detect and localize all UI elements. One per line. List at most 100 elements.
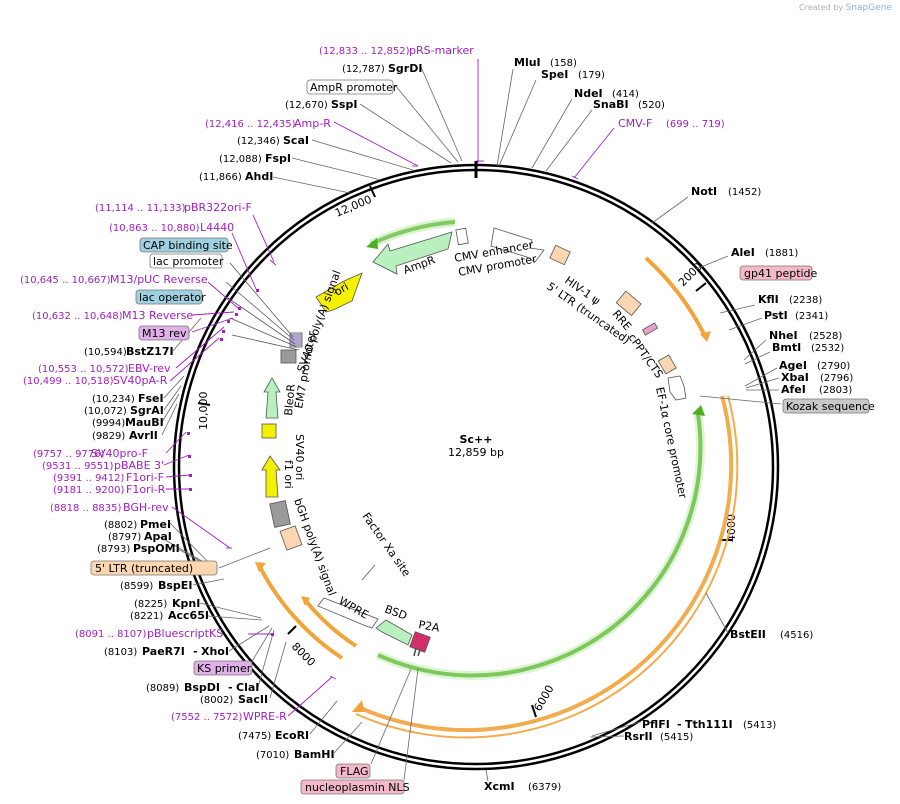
enzyme-sgrai[interactable]: SgrAI [130, 404, 164, 417]
sv40ori-box [261, 423, 277, 439]
enzyme-sgrdi[interactable]: SgrDI [388, 62, 422, 75]
leader-kpni [199, 602, 262, 619]
cppt-box [641, 322, 659, 336]
enzyme-pflfi[interactable]: PflFI [642, 718, 670, 731]
outer-leaders [159, 66, 782, 782]
enzyme-noti[interactable]: NotI [691, 185, 717, 198]
enzymes-left: (12,787) SgrDI (12,670) SspI (12,346) Sc… [84, 62, 422, 761]
enzyme-kfli[interactable]: KflI [758, 293, 779, 306]
primer-m13rev-name[interactable]: M13 Reverse [122, 309, 193, 322]
enzyme-xcmi[interactable]: XcmI [484, 780, 515, 793]
enzyme-fspi[interactable]: FspI [265, 152, 291, 165]
primer-sv40pro-name[interactable]: SV40pro-F [91, 447, 148, 460]
primer-f1orir-name[interactable]: F1ori-R [126, 483, 166, 496]
enzyme-mlui[interactable]: MluI [514, 56, 541, 69]
plasmid-name: Sc++ [460, 433, 493, 446]
enzyme-apai[interactable]: ApaI [144, 530, 172, 543]
flag-label: FLAG [340, 765, 369, 778]
leader-bamhi [333, 721, 363, 754]
enzyme-pmei[interactable]: PmeI [140, 518, 171, 531]
purple-tick-a [413, 647, 417, 657]
flag-label-box[interactable] [335, 763, 371, 779]
enzyme-tth111i[interactable]: Tth111I [685, 718, 733, 731]
lac-operator-label-box[interactable] [135, 289, 203, 305]
ruler-tick-6000 [531, 704, 537, 718]
enzyme-xhoi[interactable]: XhoI [201, 645, 229, 658]
enzyme-bspdi[interactable]: BspDI [184, 681, 220, 694]
enzyme-paer7i-pos: (8103) [104, 647, 137, 658]
nls-label-box[interactable] [300, 779, 405, 795]
enzyme-bstz17i[interactable]: BstZ17I [126, 345, 174, 358]
enzyme-clai[interactable]: ClaI [236, 681, 259, 694]
primer-ebv-name[interactable]: EBV-rev [128, 362, 171, 375]
enzyme-rsrii[interactable]: RsrII [624, 730, 653, 743]
enzyme-pflfi-pos: (5413) [743, 720, 776, 731]
enzyme-maubi[interactable]: MauBI [125, 416, 164, 429]
leader-xbai [745, 377, 780, 389]
enzyme-ahdi[interactable]: AhdI [245, 170, 273, 183]
primer-pbr322-name[interactable]: pBR322ori-F [184, 201, 252, 214]
lac-promoter-label-box[interactable] [149, 253, 223, 269]
ltr5-label-box[interactable] [90, 560, 218, 576]
primer-leader-cmvf [573, 127, 615, 179]
enzyme-bspei[interactable]: BspEI [158, 579, 192, 592]
cap-label-box[interactable] [139, 237, 229, 253]
enzyme-fsei-pos: (10,234) [92, 394, 135, 405]
enzyme-afei[interactable]: AfeI [781, 383, 806, 396]
enzyme-agei[interactable]: AgeI [779, 359, 807, 372]
primer-bgh-name[interactable]: BGH-rev [123, 501, 169, 514]
primer-pbluescript-name[interactable]: pBluescriptKS [147, 627, 223, 640]
f1ori-arrow[interactable] [261, 455, 281, 498]
enzyme-avrii[interactable]: AvrII [129, 429, 158, 442]
enzyme-sgrai-pos: (10,072) [84, 406, 127, 417]
enzyme-sspi[interactable]: SspI [331, 98, 357, 111]
enzyme-psti[interactable]: PstI [764, 309, 788, 322]
enzyme-scai[interactable]: ScaI [283, 134, 309, 147]
enzyme-ndei[interactable]: NdeI [574, 87, 603, 100]
enzyme-fsei[interactable]: FseI [138, 392, 164, 405]
primer-sv40pa-name[interactable]: SV40pA-R [113, 374, 168, 387]
primer-wpre-name[interactable]: WPRE-R [243, 710, 287, 723]
primer-leader-bgh [171, 506, 231, 549]
bsd-arrow[interactable] [375, 619, 413, 646]
leader-ltr5 [218, 547, 271, 569]
primer-cmvf-name[interactable]: CMV-F [618, 117, 652, 130]
enzyme-alei[interactable]: AleI [731, 246, 755, 259]
enzyme-ecori[interactable]: EcoRI [275, 729, 309, 742]
enzyme-nhei[interactable]: NheI [769, 329, 798, 342]
enzyme-sacii[interactable]: SacII [238, 693, 268, 706]
primer-l4440-name[interactable]: L4440 [200, 221, 234, 234]
primer-prs-name[interactable]: pRS-marker [409, 44, 474, 57]
primer-pbabe-name[interactable]: pBABE 3' [114, 459, 164, 472]
kozak-label-box[interactable] [782, 398, 870, 414]
enzyme-pspomi[interactable]: PspOMI [133, 542, 180, 555]
ks-primer-label-box[interactable] [193, 660, 253, 676]
primer-leader-m13rev [191, 311, 235, 316]
ampr-promoter-label-box[interactable] [306, 79, 394, 95]
bleor-arrow[interactable] [263, 377, 281, 419]
ori-arrow[interactable] [315, 272, 363, 313]
primer-m13puc-name[interactable]: M13/pUC Reverse [110, 273, 208, 286]
cmv-enhancer-arrow[interactable] [490, 227, 545, 263]
enzyme-acc65i[interactable]: Acc65I [168, 609, 209, 622]
enzyme-bsteii[interactable]: BstEII [730, 628, 766, 641]
enzyme-spei[interactable]: SpeI [541, 68, 568, 81]
enzyme-paer7i[interactable]: PaeR7I [142, 645, 185, 658]
enzyme-bmti[interactable]: BmtI [772, 341, 801, 354]
ampr-arrow[interactable] [372, 231, 453, 275]
leader-scai [311, 139, 414, 171]
enzyme-ahdi-pos: (11,866) [199, 172, 242, 183]
utr-box-2 [657, 354, 677, 375]
primer-f1orif-name[interactable]: F1ori-F [126, 471, 164, 484]
wpre-arrow[interactable] [317, 597, 379, 629]
ef1a-arrow[interactable] [667, 375, 687, 401]
snapgene-logo: SnapGene [846, 3, 892, 13]
enzyme-snabi[interactable]: SnaBI [593, 98, 629, 111]
enzyme-bspei-pos: (8599) [120, 581, 153, 592]
enzyme-xbai[interactable]: XbaI [781, 371, 809, 384]
enzyme-kpni[interactable]: KpnI [172, 597, 200, 610]
gp41-label-box[interactable] [739, 265, 813, 281]
enzyme-bamhi[interactable]: BamHI [294, 748, 335, 761]
primer-ampr-name[interactable]: Amp-R [294, 117, 331, 130]
m13-rev-label-box[interactable] [138, 325, 190, 341]
